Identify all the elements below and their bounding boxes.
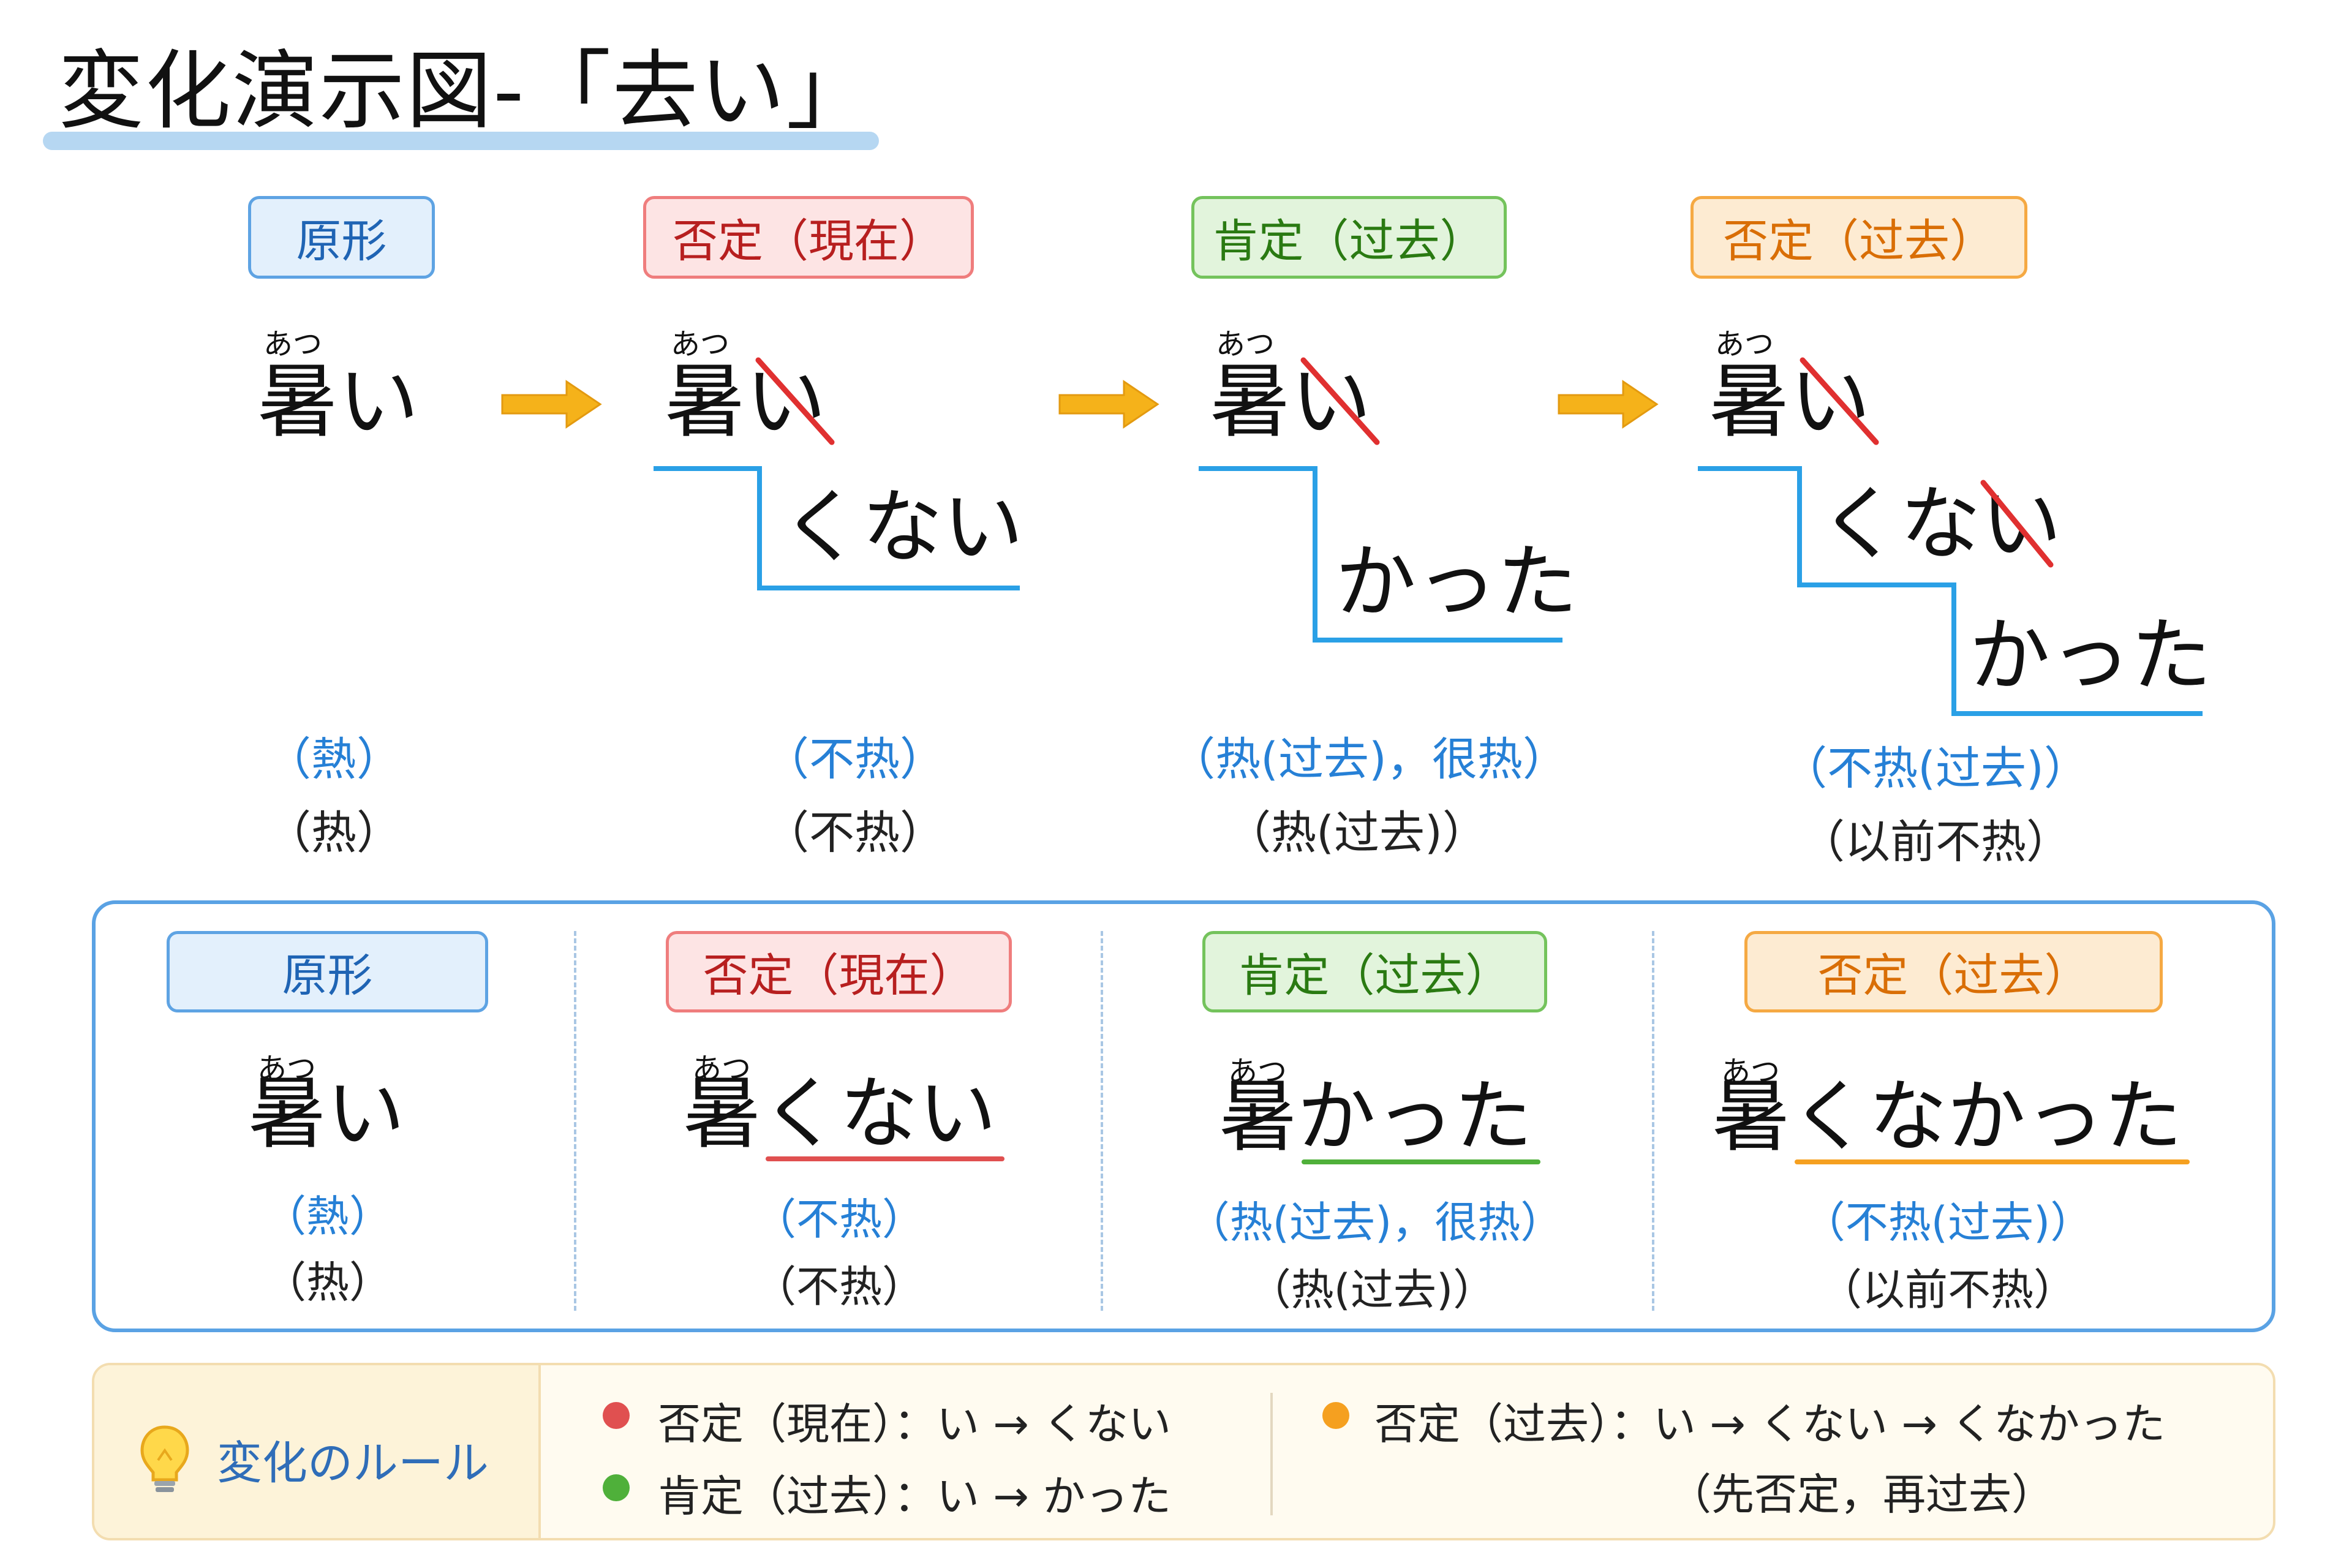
furigana: あつ xyxy=(1216,327,1275,361)
word-atsukatta: 暑かった xyxy=(1219,1078,1532,1156)
kana-ending: い xyxy=(1790,355,1871,449)
title-underline xyxy=(43,132,879,150)
translation-black: （热(过去)） xyxy=(1226,807,1488,859)
kanji: 暑 xyxy=(1210,355,1291,449)
kana-ending: くない xyxy=(761,1068,997,1159)
green-dot-icon xyxy=(603,1474,630,1501)
translation-blue: （不热(过去)） xyxy=(1802,1197,2094,1248)
rules-heading: 変化のルール xyxy=(217,1437,489,1490)
strike-mark xyxy=(1300,357,1380,445)
kana-ending: い xyxy=(1291,355,1371,449)
badge-negative-present: 否定（現在） xyxy=(666,931,1012,1012)
ending-underline xyxy=(1302,1159,1540,1164)
translation-blue: （不热） xyxy=(753,1194,925,1245)
translation-black: （以前不热） xyxy=(1819,1265,2076,1315)
translation-blue: （熱） xyxy=(266,733,402,786)
kana-ending: くなかった xyxy=(1790,1071,2183,1163)
furigana: あつ xyxy=(257,1052,317,1086)
translation-black: （热(过去)） xyxy=(1248,1265,1496,1315)
orange-dot-icon xyxy=(1322,1402,1349,1429)
arrow-right-icon xyxy=(1058,380,1159,429)
strike-mark xyxy=(1800,357,1879,445)
word-atsui: 暑い xyxy=(257,361,419,442)
translation-blue: （不热(过去)） xyxy=(1782,742,2089,795)
badge-base-form: 原形 xyxy=(248,196,435,279)
red-dot-icon xyxy=(603,1402,630,1429)
rule-note: （先否定，再过去） xyxy=(1668,1469,2054,1520)
translation-blue: （不热） xyxy=(764,733,945,786)
kanji: 暑 xyxy=(1712,1071,1791,1163)
translation-black: （热） xyxy=(266,807,402,859)
column-divider xyxy=(1101,931,1103,1311)
word-atsui: 暑い xyxy=(1709,361,1871,442)
translation-blue: （热(过去)，很热） xyxy=(1186,1197,1564,1248)
kanji: 暑 xyxy=(257,355,338,449)
kanji: 暑 xyxy=(1709,355,1790,449)
kana-ending: かった xyxy=(1297,1071,1533,1163)
strike-mark xyxy=(755,357,835,445)
furigana: あつ xyxy=(671,327,730,361)
furigana: あつ xyxy=(263,327,323,361)
rule-negative-present: 否定（現在）：い → くない xyxy=(658,1399,1172,1449)
rule-positive-past: 肯定（过去）：い → かった xyxy=(658,1471,1172,1521)
step-line xyxy=(654,466,1020,590)
furigana: あつ xyxy=(1721,1055,1781,1089)
translation-black: （不热） xyxy=(753,1262,925,1312)
kana-ending: い xyxy=(745,355,826,449)
ending-kunai: くない xyxy=(781,480,1023,575)
column-divider xyxy=(1652,931,1654,1311)
kana-ending: い xyxy=(326,1068,405,1159)
furigana: あつ xyxy=(1715,327,1774,361)
page-title: 変化演示図-「去い」 xyxy=(58,42,873,141)
ending-katta: かった xyxy=(1969,609,2212,703)
kanji: 暑 xyxy=(1219,1071,1298,1163)
ending-kunai: くない xyxy=(1819,477,2062,571)
word-atsui: 暑い xyxy=(1210,361,1371,442)
arrow-right-icon xyxy=(1558,380,1659,429)
badge-positive-past: 肯定（过去） xyxy=(1191,196,1507,279)
badge-negative-present: 否定（現在） xyxy=(643,196,974,279)
word-atsui: 暑い xyxy=(665,361,826,442)
word-atsukunai: 暑くない xyxy=(683,1075,997,1153)
rules-divider xyxy=(1270,1393,1273,1515)
kana-ending: い xyxy=(338,355,419,449)
translation-black: （以前不热） xyxy=(1800,816,2071,869)
badge-negative-past: 否定（过去） xyxy=(1744,931,2163,1012)
rules-heading-panel: 変化のルール xyxy=(94,1365,541,1538)
strike-mark xyxy=(1980,480,2054,568)
translation-blue: （熱） xyxy=(263,1191,392,1242)
furigana: あつ xyxy=(1228,1055,1287,1089)
column-divider xyxy=(574,931,576,1311)
kanji: 暑 xyxy=(683,1068,762,1159)
kanji: 暑 xyxy=(248,1068,327,1159)
word-atsui: 暑い xyxy=(248,1075,405,1153)
ending-underline xyxy=(1795,1159,2190,1164)
step-line xyxy=(1199,466,1562,643)
kanji: 暑 xyxy=(665,355,745,449)
rules-panel: 変化のルール 否定（現在）：い → くない 肯定（过去）：い → かった 否定（… xyxy=(92,1363,2275,1540)
word-atsukunakatta: 暑くなかった xyxy=(1712,1078,2182,1156)
step-line xyxy=(1698,466,2203,716)
ending-underline xyxy=(766,1156,1005,1161)
furigana: あつ xyxy=(692,1052,752,1086)
translation-black: （热） xyxy=(263,1257,392,1308)
badge-negative-past: 否定（过去） xyxy=(1691,196,2027,279)
rule-negative-past: 否定（过去）：い → くない → くなかった xyxy=(1374,1399,2166,1449)
ending-katta: かった xyxy=(1335,535,1578,630)
lightbulb-icon xyxy=(140,1425,189,1492)
arrow-right-icon xyxy=(501,380,602,429)
badge-positive-past: 肯定（过去） xyxy=(1202,931,1547,1012)
translation-blue: （热(过去)，很热） xyxy=(1170,733,1568,786)
badge-base-form: 原形 xyxy=(167,931,488,1012)
translation-black: （不热） xyxy=(764,807,945,859)
